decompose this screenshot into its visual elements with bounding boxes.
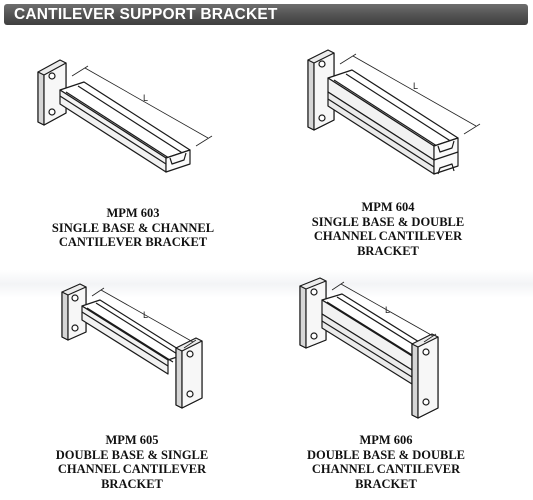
dimension-label: L bbox=[143, 93, 148, 103]
model-number: MPM 606 bbox=[359, 433, 413, 447]
dimension-line bbox=[331, 281, 437, 343]
description-line-3: BRACKET bbox=[357, 243, 419, 258]
dimension-label: L bbox=[385, 305, 390, 315]
description-line-2: CHANNEL CANTILEVER bbox=[57, 462, 207, 476]
section-header: CANTILEVER SUPPORT BRACKET bbox=[4, 4, 528, 25]
description-line-2: CHANNEL CANTILEVER bbox=[313, 229, 463, 243]
bracket-caption: MPM 606 DOUBLE BASE & DOUBLE CHANNEL CAN… bbox=[266, 433, 506, 491]
description-line-2: CHANNEL CANTILEVER bbox=[311, 462, 461, 476]
model-number: MPM 605 bbox=[105, 433, 159, 447]
bracket-606-drawing: L bbox=[299, 277, 439, 419]
description-line-1: SINGLE BASE & DOUBLE bbox=[311, 214, 465, 229]
dimension-label: L bbox=[143, 310, 148, 320]
bracket-caption: MPM 604 SINGLE BASE & DOUBLE CHANNEL CAN… bbox=[268, 200, 508, 258]
bracket-card-mpm-606: L MPM 606 DOUBLE BASE & DOUBLE CHANNEL C… bbox=[266, 270, 533, 500]
model-number: MPM 603 bbox=[106, 206, 160, 220]
description-line-1: DOUBLE BASE & DOUBLE bbox=[306, 447, 466, 462]
bracket-caption: MPM 605 DOUBLE BASE & SINGLE CHANNEL CAN… bbox=[12, 433, 252, 491]
bracket-604-drawing: L bbox=[307, 49, 481, 175]
section-title: CANTILEVER SUPPORT BRACKET bbox=[14, 6, 278, 23]
description-line-2: CANTILEVER BRACKET bbox=[58, 235, 208, 249]
model-number: MPM 604 bbox=[361, 200, 415, 214]
description-line-3: BRACKET bbox=[101, 476, 163, 491]
bracket-card-mpm-605: L MPM 605 DOUBLE BASE & SINGLE CHANNEL C… bbox=[0, 270, 266, 500]
bracket-card-mpm-604: L MPM 604 SINGLE BASE & DOUBLE CHANNEL C… bbox=[266, 0, 533, 270]
description-line-3: BRACKET bbox=[355, 476, 417, 491]
bracket-603-drawing: L bbox=[37, 59, 213, 173]
dimension-line bbox=[91, 287, 197, 349]
bracket-card-mpm-603: L MPM 603 SINGLE BASE & CHANNEL CANTILEV… bbox=[0, 0, 266, 270]
bracket-605-drawing: L bbox=[61, 283, 203, 409]
divider-band bbox=[0, 270, 533, 298]
description-line-1: DOUBLE BASE & SINGLE bbox=[55, 447, 209, 462]
dimension-line bbox=[339, 53, 481, 135]
dimension-label: L bbox=[413, 81, 418, 91]
dimension-line bbox=[71, 65, 213, 147]
bracket-caption: MPM 603 SINGLE BASE & CHANNEL CANTILEVER… bbox=[23, 206, 243, 250]
description-line-1: SINGLE BASE & CHANNEL bbox=[51, 220, 215, 235]
